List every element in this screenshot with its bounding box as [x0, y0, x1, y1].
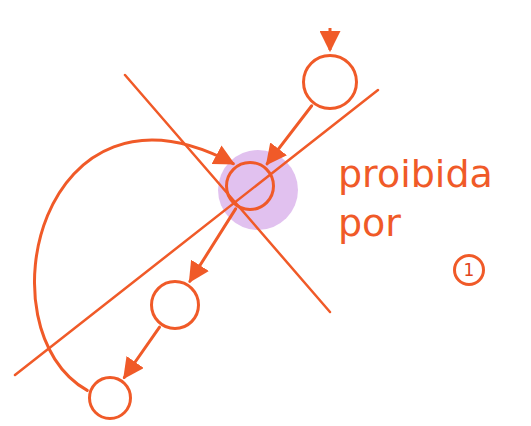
- callout-number: 1: [464, 260, 475, 280]
- state-circle: [225, 161, 275, 211]
- state-circle: [88, 376, 132, 420]
- cross-line: [15, 90, 378, 375]
- state-circle: [302, 54, 358, 110]
- callout-circle: 1: [453, 254, 486, 287]
- entry-arrow: [329, 28, 332, 50]
- note-text: proibida por: [338, 150, 528, 249]
- transition-arrow: [267, 106, 312, 164]
- transition-arrow: [124, 327, 159, 377]
- state-circle: [150, 280, 200, 330]
- cross-line: [125, 75, 330, 312]
- transition-arrow: [190, 209, 236, 281]
- transition-arrow: [34, 140, 233, 390]
